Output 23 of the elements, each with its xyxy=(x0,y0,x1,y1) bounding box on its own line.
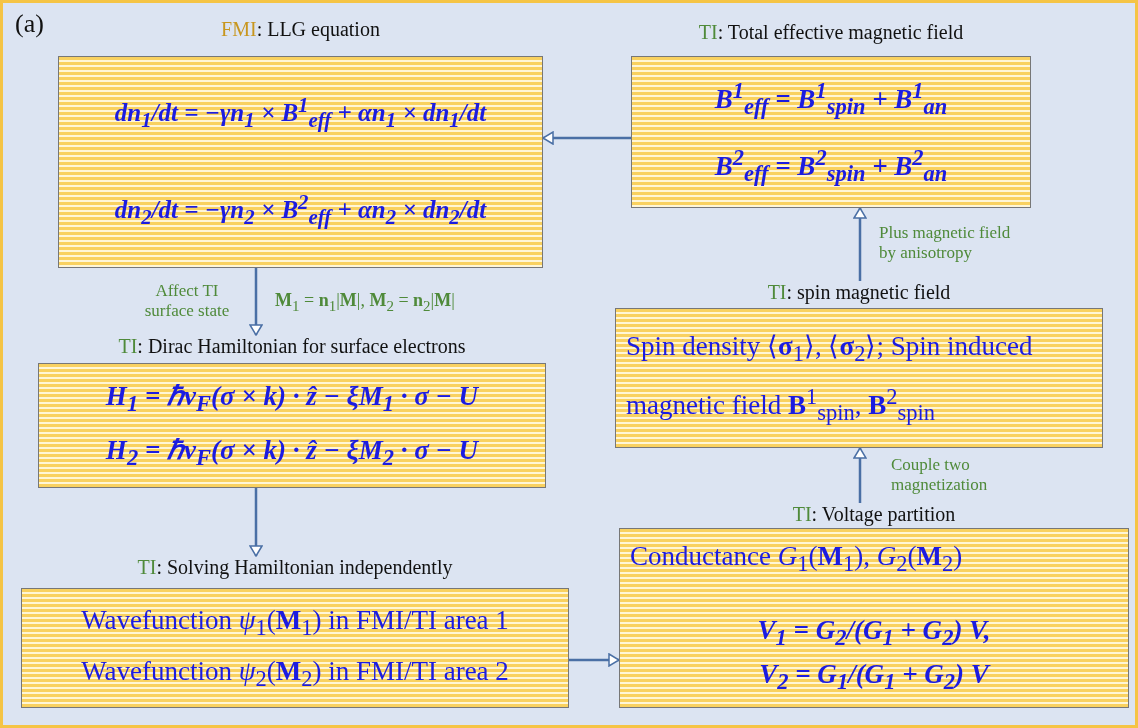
equation: dn$_{2}$/dt = −γn$_{2}$ × B$^{2}$$_{eff}$ + αn$_{2}$ × dn$_{2}$/dt xyxy=(113,190,488,231)
arrow xyxy=(853,207,867,281)
box-heading: TI: spin magnetic field xyxy=(766,281,952,304)
equation: V$_{2}$ = G$_{1}$/(G$_{1}$ + G$_{2}$) V xyxy=(759,658,989,696)
panel-label: (a) xyxy=(15,9,44,39)
equation: V$_{1}$ = G$_{2}$/(G$_{1}$ + G$_{2}$) V, xyxy=(757,614,991,652)
box-heading: TI: Voltage partition xyxy=(791,503,957,526)
arrow xyxy=(542,131,631,145)
formula-text: Wavefunction ψ$_{1}$(M$_{1}$) in FMI/TI area 1 xyxy=(80,603,510,642)
equation: dn$_{1}$/dt = −γn$_{1}$ × B$^{1}$$_{eff}$ + αn$_{1}$ × dn$_{1}$/dt xyxy=(113,93,488,134)
arrow xyxy=(853,447,867,503)
box-heading: TI: Total effective magnetic field xyxy=(697,21,965,44)
arrow xyxy=(569,653,620,667)
relation-text: M$_{1}$ = n$_{1}$|M|, M$_{2}$ = n$_{2}$|M| xyxy=(275,290,455,315)
box-heading: TI: Dirac Hamiltonian for surface electrons xyxy=(117,335,467,358)
box-heading: FMI: LLG equation xyxy=(220,18,381,41)
box-heading: TI: Solving Hamiltonian independently xyxy=(136,556,454,579)
equation: H$_{1}$ = ℏv$_{F}$(σ × k) · ẑ − ξM$_{1}$ · σ − U xyxy=(104,380,480,418)
arrow xyxy=(249,488,263,557)
arrow xyxy=(249,268,263,336)
formula-text: Conductance G$_{1}$(M$_{1}$), G$_{2}$(M$_{2}$) xyxy=(630,540,964,579)
formula-text: Wavefunction ψ$_{2}$(M$_{2}$) in FMI/TI area 2 xyxy=(80,654,510,693)
equation: H$_{2}$ = ℏv$_{F}$(σ × k) · ẑ − ξM$_{2}$ · σ − U xyxy=(104,433,480,471)
